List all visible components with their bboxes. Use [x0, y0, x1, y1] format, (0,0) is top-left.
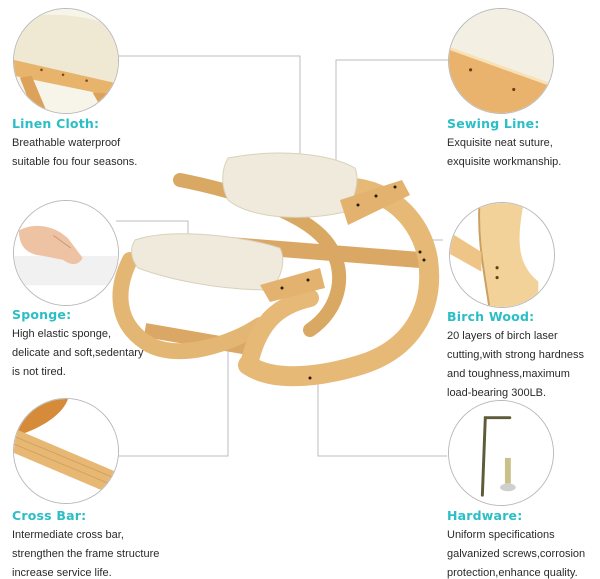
- feature-birch-wood: Birch Wood: 20 layers of birch laser cut…: [447, 309, 600, 403]
- feature-description-line: Breathable waterproof: [12, 137, 121, 149]
- feature-description-line: High elastic sponge,: [12, 328, 112, 340]
- feature-description-line: Exquisite neat suture,: [447, 137, 553, 149]
- feature-title: Linen Cloth:: [12, 116, 100, 131]
- birch-plywood-closeup-icon: [450, 203, 554, 307]
- feature-sewing-line: Sewing Line: Exquisite neat suture, exqu…: [447, 116, 600, 172]
- feature-description-line: is not tired.: [12, 366, 66, 378]
- feature-sponge: Sponge: High elastic sponge, delicate an…: [12, 307, 182, 382]
- linen-cushion-closeup-icon: [14, 9, 118, 113]
- sewing-line-closeup: [448, 8, 554, 114]
- feature-description-line: 20 layers of birch laser: [447, 330, 558, 342]
- sponge-closeup: [13, 200, 119, 306]
- feature-description-line: protection,enhance quality.: [447, 567, 578, 579]
- feature-description-line: Intermediate cross bar,: [12, 529, 124, 541]
- cross-bar-closeup: [13, 398, 119, 504]
- feature-description-line: load-bearing 300LB.: [447, 387, 547, 399]
- feature-description-line: and toughness,maximum: [447, 368, 570, 380]
- feature-description-line: cutting,with strong hardness: [447, 349, 584, 361]
- linen-cloth-closeup: [13, 8, 119, 114]
- sewing-seam-closeup-icon: [449, 9, 553, 113]
- feature-title: Sewing Line:: [447, 116, 540, 131]
- feature-description-line: delicate and soft,sedentary: [12, 347, 144, 359]
- feature-description-line: galvanized screws,corrosion: [447, 548, 586, 560]
- feature-description-line: exquisite workmanship.: [447, 156, 562, 168]
- feature-title: Cross Bar:: [12, 508, 87, 523]
- feature-description-line: Uniform specifications: [447, 529, 555, 541]
- feature-title: Hardware:: [447, 508, 523, 523]
- feature-hardware: Hardware: Uniform specifications galvani…: [447, 508, 600, 579]
- kneeling-chair-image: [110, 140, 450, 400]
- feature-linen-cloth: Linen Cloth: Breathable waterproof suita…: [12, 116, 182, 172]
- allen-key-and-screw-icon: [449, 401, 553, 505]
- feature-title: Sponge:: [12, 307, 72, 322]
- birch-wood-closeup: [449, 202, 555, 308]
- feature-description-line: increase service life.: [12, 567, 112, 579]
- hardware-closeup: [448, 400, 554, 506]
- feature-title: Birch Wood:: [447, 309, 535, 324]
- feature-description-line: strengthen the frame structure: [12, 548, 160, 560]
- feature-description-line: suitable fou four seasons.: [12, 156, 138, 168]
- hand-pressing-sponge-icon: [14, 201, 118, 305]
- feature-cross-bar: Cross Bar: Intermediate cross bar, stren…: [12, 508, 182, 579]
- wooden-cross-bar-closeup-icon: [14, 399, 118, 503]
